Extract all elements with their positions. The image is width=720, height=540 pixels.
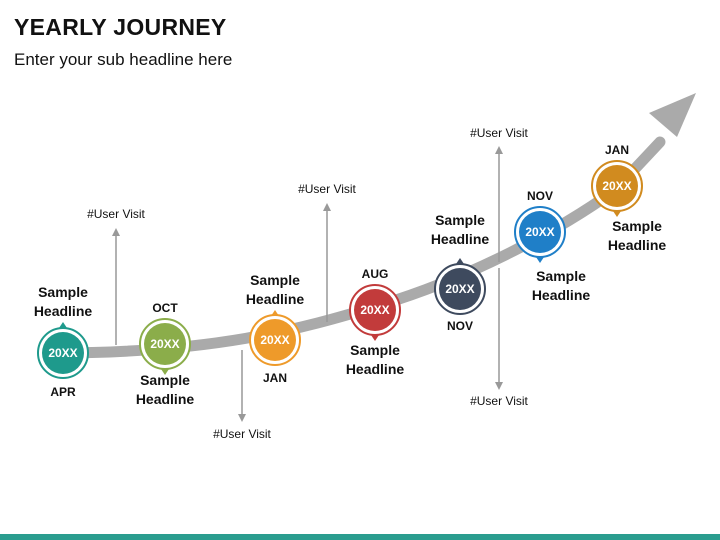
milestone-pointer — [613, 211, 621, 217]
bottom-accent-bar — [0, 534, 720, 540]
user-visit-2: #User Visit — [213, 350, 272, 441]
milestone-5: Sample Headline 20XX NOV — [431, 212, 490, 333]
milestone-year: 20XX — [150, 337, 179, 351]
milestone-3: Sample Headline 20XX JAN — [246, 272, 305, 385]
milestone-node — [596, 165, 638, 207]
milestone-month: APR — [50, 385, 76, 399]
user-visit-5: #User Visit — [470, 268, 529, 408]
milestone-headline-line1: Sample — [612, 218, 662, 234]
milestone-headline-line2: Headline — [136, 391, 195, 407]
milestone-year: 20XX — [260, 333, 289, 347]
milestone-headline-line2: Headline — [532, 287, 591, 303]
milestone-headline-line1: Sample — [350, 342, 400, 358]
milestone-node — [439, 268, 481, 310]
milestone-4: AUG 20XX Sample Headline — [346, 267, 405, 377]
user-visit-3: #User Visit — [298, 182, 357, 322]
milestone-pointer — [161, 369, 169, 375]
milestone-2: OCT 20XX Sample Headline — [136, 301, 195, 407]
milestone-month: OCT — [152, 301, 178, 315]
milestone-headline-line2: Headline — [431, 231, 490, 247]
milestone-7: JAN 20XX Sample Headline — [591, 143, 667, 253]
milestone-year: 20XX — [525, 225, 554, 239]
user-visit-1: #User Visit — [87, 207, 146, 345]
user-visit-label: #User Visit — [298, 182, 356, 196]
milestone-node — [519, 211, 561, 253]
page-subtitle: Enter your sub headline here — [14, 50, 233, 69]
milestone-headline-line1: Sample — [140, 372, 190, 388]
milestone-1: Sample Headline 20XX APR — [34, 284, 93, 399]
milestone-pointer — [536, 257, 544, 263]
milestone-node — [42, 332, 84, 374]
milestone-headline-line2: Headline — [34, 303, 93, 319]
milestone-pointer — [59, 322, 67, 328]
user-visit-label: #User Visit — [470, 394, 528, 408]
milestone-headline-line2: Headline — [608, 237, 667, 253]
milestone-node — [354, 289, 396, 331]
milestone-month: JAN — [605, 143, 629, 157]
milestone-6: NOV 20XX Sample Headline — [514, 189, 591, 303]
milestone-pointer — [371, 335, 379, 341]
milestone-year: 20XX — [360, 303, 389, 317]
milestone-year: 20XX — [48, 346, 77, 360]
milestone-month: AUG — [362, 267, 389, 281]
user-visit-label: #User Visit — [213, 427, 271, 441]
milestone-headline-line1: Sample — [38, 284, 88, 300]
milestone-headline-line1: Sample — [250, 272, 300, 288]
milestone-pointer — [456, 258, 464, 264]
milestone-node — [144, 323, 186, 365]
user-visit-label: #User Visit — [87, 207, 145, 221]
milestone-month: NOV — [447, 319, 473, 333]
milestone-month: NOV — [527, 189, 553, 203]
page-title: YEARLY JOURNEY — [14, 14, 227, 40]
milestone-headline-line1: Sample — [435, 212, 485, 228]
milestone-headline-line1: Sample — [536, 268, 586, 284]
user-visit-label: #User Visit — [470, 126, 528, 140]
milestone-headline-line2: Headline — [346, 361, 405, 377]
milestone-year: 20XX — [602, 179, 631, 193]
user-visit-4: #User Visit — [470, 126, 529, 262]
milestone-node — [254, 319, 296, 361]
journey-arrowhead — [649, 93, 696, 137]
milestone-headline-line2: Headline — [246, 291, 305, 307]
milestone-year: 20XX — [445, 282, 474, 296]
milestone-month: JAN — [263, 371, 287, 385]
